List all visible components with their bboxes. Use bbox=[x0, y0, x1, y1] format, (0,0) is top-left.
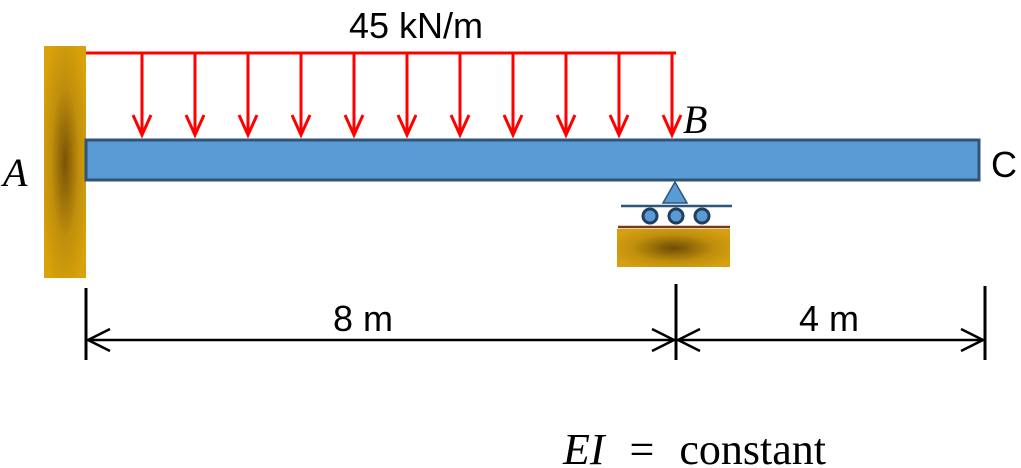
load-arrow-head bbox=[237, 114, 259, 139]
roller-base bbox=[617, 229, 730, 267]
point-label-c: C bbox=[991, 144, 1017, 185]
roller-wheel bbox=[667, 207, 685, 225]
stiffness-note: EI = constant bbox=[562, 425, 826, 468]
arrowhead bbox=[675, 327, 701, 353]
stiffness-equals: = bbox=[630, 425, 655, 468]
roller-wheel bbox=[693, 207, 711, 225]
load-arrow-head bbox=[449, 114, 471, 139]
load-arrow-head bbox=[396, 114, 418, 139]
distributed-load bbox=[86, 51, 683, 139]
load-arrow-head bbox=[290, 114, 312, 139]
stiffness-symbol: EI bbox=[562, 425, 607, 468]
dimension-lines bbox=[84, 284, 987, 360]
load-arrow-head bbox=[661, 114, 683, 139]
dimension-label-bc: 4 m bbox=[799, 298, 859, 339]
load-arrow-head bbox=[343, 114, 365, 139]
load-label: 45 kN/m bbox=[349, 5, 483, 46]
arrowhead bbox=[960, 327, 986, 353]
load-arrows bbox=[131, 53, 683, 139]
dimension-label-ab: 8 m bbox=[333, 298, 393, 339]
load-arrow-head bbox=[608, 114, 630, 139]
arrowhead bbox=[85, 327, 111, 353]
roller-wheel bbox=[641, 207, 659, 225]
load-arrow-head bbox=[184, 114, 206, 139]
fixed-support-wall bbox=[44, 46, 86, 278]
stiffness-word: constant bbox=[679, 425, 826, 468]
load-arrow-head bbox=[555, 114, 577, 139]
roller-support bbox=[617, 180, 732, 267]
arrowhead bbox=[651, 327, 677, 353]
point-label-b: B bbox=[683, 97, 707, 142]
beam bbox=[84, 138, 981, 182]
roller-pin-triangle bbox=[661, 180, 689, 204]
load-arrow-head bbox=[131, 114, 153, 139]
load-arrow-head bbox=[502, 114, 524, 139]
point-label-a: A bbox=[0, 150, 28, 195]
